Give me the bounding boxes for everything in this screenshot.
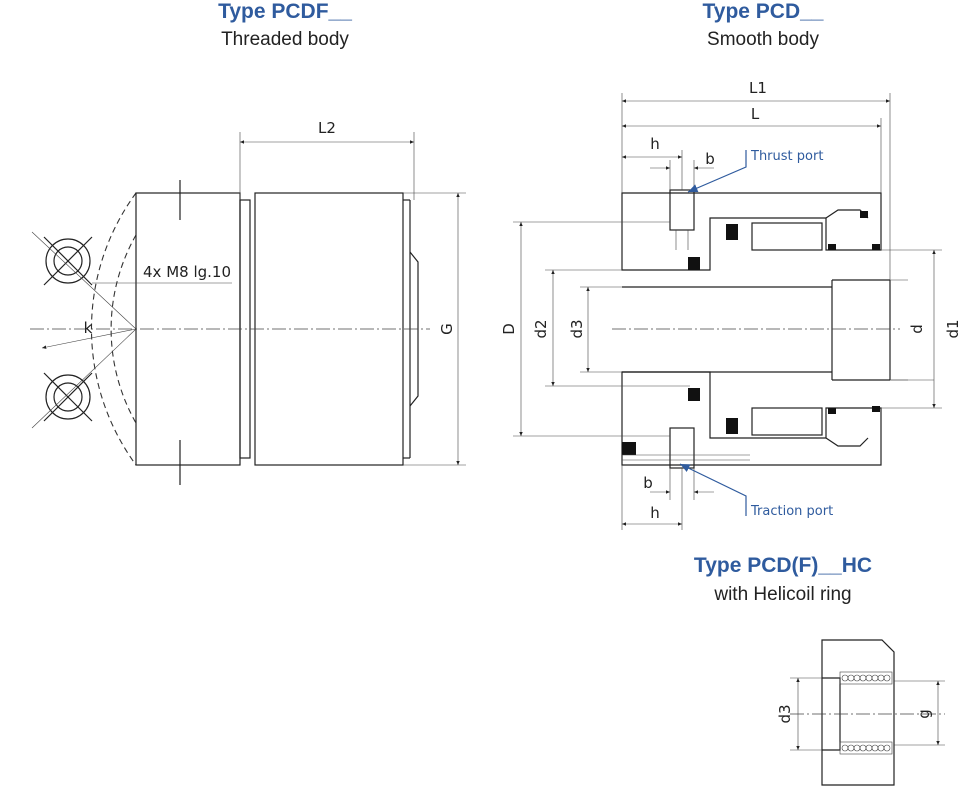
helicoil-wall-section <box>821 639 895 786</box>
pcdf-side-view: k 4x M8 lg.10 L2 G <box>30 119 466 485</box>
helicoil-detail-view: d3 g <box>776 639 945 786</box>
detail-subtitle: with Helicoil ring <box>713 584 851 605</box>
dim-d: d <box>908 324 926 334</box>
thrust-port-label: Thrust port <box>750 149 823 164</box>
seal-lower-2 <box>688 388 700 401</box>
dim-G: G <box>438 323 456 335</box>
seal-lower-1 <box>726 418 738 434</box>
traction-port <box>669 427 695 469</box>
dim-k: k <box>84 319 93 337</box>
right-subtitle: Smooth body <box>707 29 819 50</box>
left-subtitle: Threaded body <box>221 29 349 50</box>
dim-D: D <box>500 323 518 335</box>
dim-d3: d3 <box>568 319 586 338</box>
seal-upper-1 <box>726 224 738 240</box>
dim-L1: L1 <box>749 79 767 97</box>
dim-b-bottom: b <box>643 474 653 492</box>
right-title: Type PCD__ <box>703 0 824 23</box>
detail-dim-g: g <box>915 709 933 719</box>
dim-h-bottom: h <box>650 504 660 522</box>
dim-d1: d1 <box>944 319 962 338</box>
helicoil-coils-top <box>841 674 891 682</box>
dim-d2: d2 <box>532 319 550 338</box>
seal-upper-2 <box>688 257 700 270</box>
dim-L: L <box>751 105 760 123</box>
thrust-port <box>669 189 695 231</box>
lower-wall-section <box>621 371 882 466</box>
detail-title: Type PCD(F)__HC <box>694 554 872 577</box>
hole-note: 4x M8 lg.10 <box>143 263 231 281</box>
traction-port-label: Traction port <box>750 504 833 519</box>
bolt-circle-arc <box>110 234 137 424</box>
detail-dim-d3: d3 <box>776 704 794 723</box>
dim-L2: L2 <box>318 119 336 137</box>
mounting-hole-lower <box>43 372 93 422</box>
mounting-hole-upper <box>43 236 93 286</box>
left-title: Type PCDF__ <box>218 0 352 23</box>
dim-h-top: h <box>650 135 660 153</box>
dim-b-top: b <box>705 150 715 168</box>
helicoil-coils-bottom <box>841 744 891 752</box>
pcd-section-view: L1 L h b b h D d2 <box>500 79 962 530</box>
